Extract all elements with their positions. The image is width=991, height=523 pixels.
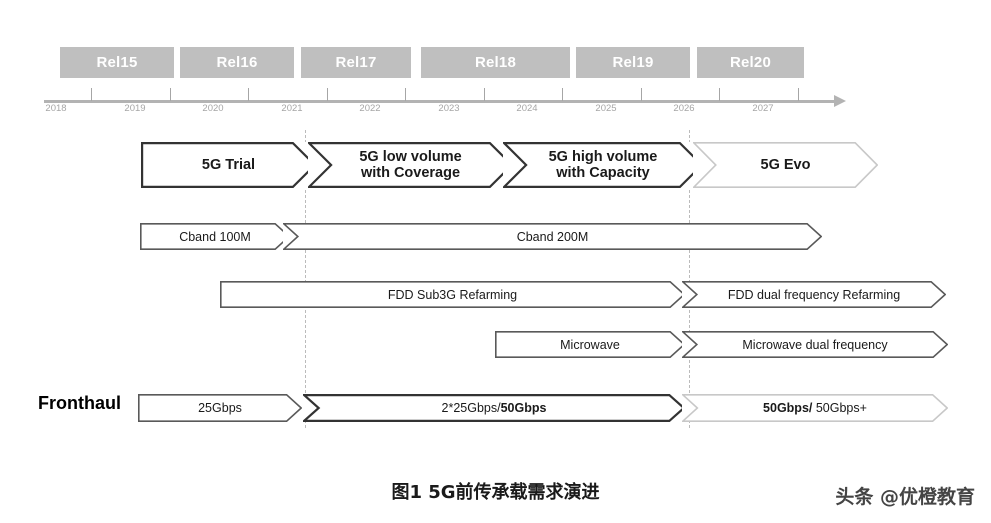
timeline-year-2024: 2024: [516, 103, 538, 114]
timeline-year-2022: 2022: [359, 103, 381, 114]
timeline-year-2020: 2020: [202, 103, 224, 114]
arrow-label: Microwave dual frequency: [742, 337, 888, 352]
arrow-shape-icon: [140, 223, 290, 250]
arrow-label-segment: 2*25Gbps/: [441, 401, 501, 415]
microwave-arrow-1: Microwave dual frequency: [682, 331, 948, 358]
timeline-tick: [405, 88, 406, 101]
arrow-label-segment: 50Gbps: [500, 401, 547, 415]
release-box-rel19: Rel19: [576, 47, 690, 78]
phase-arrow-0: 5G Trial: [141, 142, 316, 188]
arrow-shape-icon: [503, 142, 703, 188]
release-box-rel17: Rel17: [301, 47, 411, 78]
timeline-tick: [719, 88, 720, 101]
timeline-axis-line: [44, 100, 836, 103]
arrow-label: Microwave: [560, 337, 620, 352]
timeline-tick: [484, 88, 485, 101]
figure-caption: 图1 5G前传承载需求演进: [391, 482, 600, 503]
arrow-shape-icon: [682, 394, 948, 422]
timeline-year-2025: 2025: [595, 103, 617, 114]
release-label: Rel15: [96, 54, 138, 71]
timeline-year-2021: 2021: [281, 103, 303, 114]
release-label: Rel18: [474, 54, 517, 71]
phase-divider-line: [689, 130, 690, 428]
release-label: Rel16: [216, 54, 258, 71]
arrow-label: Cband 100M: [179, 229, 251, 244]
timeline-tick: [170, 88, 171, 101]
arrow-shape-icon: [682, 281, 946, 308]
arrow-label: FDD Sub3G Refarming: [387, 287, 518, 302]
arrow-label: 5G Trial: [201, 156, 256, 173]
release-label: Rel17: [335, 54, 377, 71]
cband-arrow-0: Cband 100M: [140, 223, 290, 250]
fronthaul-arrow-1: 2*25Gbps/50Gbps: [303, 394, 685, 422]
microwave-arrow-0: Microwave: [495, 331, 685, 358]
arrow-shape-icon: [283, 223, 822, 250]
cband-arrow-1: Cband 200M: [283, 223, 822, 250]
release-box-rel20: Rel20: [697, 47, 804, 78]
arrow-shape-icon: [693, 142, 878, 188]
release-box-rel16: Rel16: [180, 47, 294, 78]
arrow-label: 5G Evo: [760, 156, 811, 173]
arrow-shape-icon: [682, 331, 948, 358]
arrow-label-segment: 50Gbps/: [763, 401, 813, 415]
release-label: Rel20: [729, 54, 772, 71]
arrow-label: 50Gbps/ 50Gbps+: [757, 401, 873, 415]
arrow-shape-icon: [220, 281, 685, 308]
timeline-axis-arrow-icon: [834, 95, 846, 107]
release-box-rel15: Rel15: [60, 47, 174, 78]
timeline-tick: [248, 88, 249, 101]
timeline-tick: [91, 88, 92, 101]
arrow-shape-icon: [303, 394, 685, 422]
fronthaul-arrow-2: 50Gbps/ 50Gbps+: [682, 394, 948, 422]
fdd-arrow-1: FDD dual frequency Refarming: [682, 281, 946, 308]
arrow-shape-icon: [141, 142, 316, 188]
timeline-tick: [641, 88, 642, 101]
timeline-year-2023: 2023: [438, 103, 460, 114]
phase-divider-line: [305, 130, 306, 428]
timeline-year-2018: 2018: [45, 103, 67, 114]
arrow-label-segment: 50Gbps+: [812, 401, 867, 415]
phase-arrow-3: 5G Evo: [693, 142, 878, 188]
arrow-label: 2*25Gbps/50Gbps: [436, 401, 553, 415]
fronthaul-arrow-0: 25Gbps: [138, 394, 302, 422]
release-box-rel18: Rel18: [421, 47, 570, 78]
arrow-label: FDD dual frequency Refarming: [727, 287, 901, 302]
timeline-year-2027: 2027: [752, 103, 774, 114]
timeline-year-2019: 2019: [124, 103, 146, 114]
timeline-tick: [562, 88, 563, 101]
watermark: 头条 @优橙教育: [835, 486, 975, 508]
timeline-year-2026: 2026: [673, 103, 695, 114]
timeline-tick: [798, 88, 799, 101]
arrow-label: 25Gbps: [198, 401, 242, 415]
arrow-shape-icon: [308, 142, 513, 188]
fdd-arrow-0: FDD Sub3G Refarming: [220, 281, 685, 308]
arrow-shape-icon: [495, 331, 685, 358]
timeline-tick: [327, 88, 328, 101]
arrow-label: Cband 200M: [516, 229, 589, 244]
fronthaul-row-label: Fronthaul: [38, 393, 121, 413]
release-label: Rel19: [612, 54, 654, 71]
arrow-shape-icon: [138, 394, 302, 422]
